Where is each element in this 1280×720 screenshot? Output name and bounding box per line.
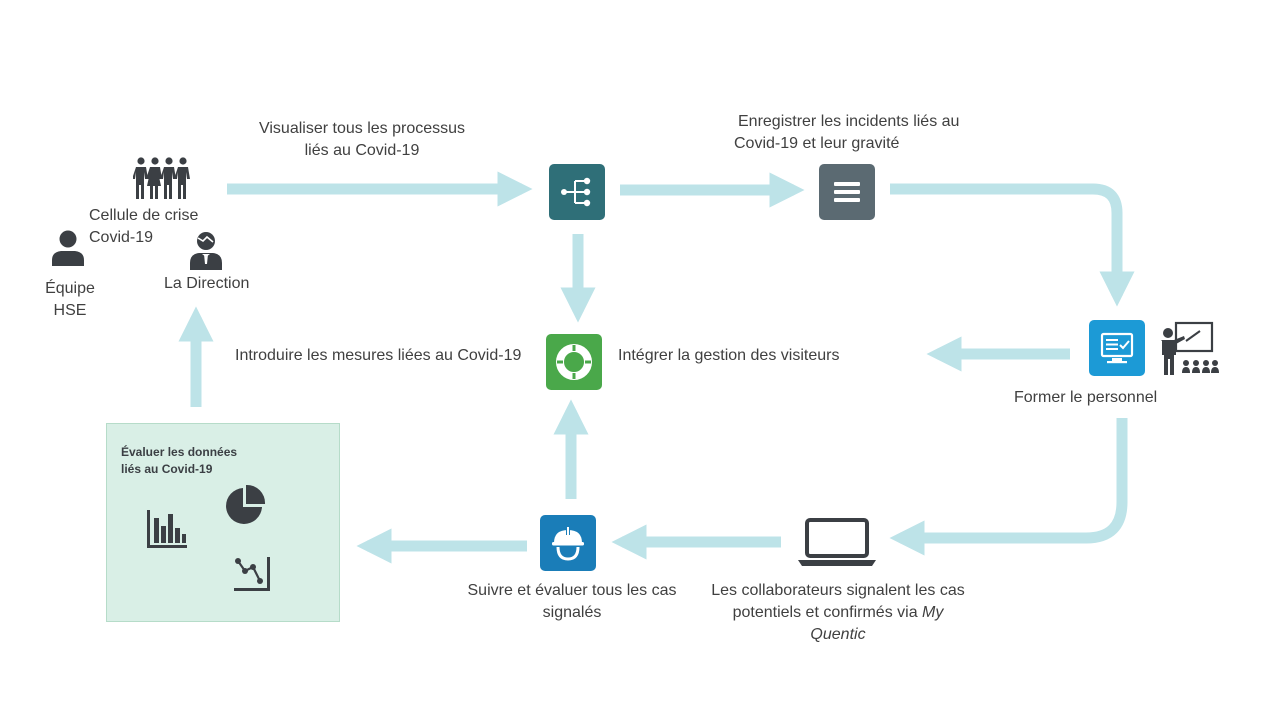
- product-name-part1: My: [922, 604, 944, 621]
- follow-cases-label: Suivre et évaluer tous les cas signalés: [456, 580, 688, 624]
- director-icon: [190, 232, 222, 270]
- line-chart-icon: [234, 557, 270, 591]
- direction-label: La Direction: [164, 275, 250, 292]
- evaluate-data-panel: Évaluer les données liés au Covid-19: [106, 423, 340, 622]
- arrow-incidents-to-training: [890, 183, 1135, 307]
- monitor-checklist-icon: [1100, 332, 1134, 364]
- evaluate-panel-title: Évaluer les données liés au Covid-19: [121, 444, 237, 478]
- incidents-node[interactable]: [819, 164, 875, 220]
- follow-cases-label-line1: Suivre et évaluer tous les cas: [467, 582, 677, 599]
- introduce-measures-label: Introduire les mesures liées au Covid-19: [235, 347, 522, 364]
- lifebuoy-icon: [556, 344, 592, 380]
- evaluate-panel-title-line2: liés au Covid-19: [121, 462, 213, 476]
- hse-team-label: Équipe HSE: [34, 278, 106, 322]
- visualize-label-line1: Visualiser tous les processus: [258, 120, 466, 137]
- report-cases-label-line2: potentiels et confirmés via My: [704, 602, 972, 624]
- report-cases-label-line1: Les collaborateurs signalent les cas: [711, 582, 965, 599]
- product-name-part2: Quentic: [810, 626, 866, 643]
- laptop-icon: [798, 518, 876, 566]
- train-staff-label: Former le personnel: [1014, 389, 1158, 406]
- evaluate-panel-title-line1: Évaluer les données: [121, 445, 238, 459]
- list-icon: [834, 182, 860, 202]
- follow-cases-label-line2: signalés: [542, 604, 602, 621]
- record-incidents-label-line2: Covid-19 et leur gravité: [734, 135, 900, 152]
- pie-chart-icon: [226, 484, 266, 524]
- safety-helmet-icon: [552, 527, 584, 561]
- bar-chart-icon: [147, 510, 187, 548]
- training-node[interactable]: [1089, 320, 1145, 376]
- cases-node[interactable]: [540, 515, 596, 571]
- visualize-label-line2: liés au Covid-19: [304, 142, 420, 159]
- crisis-cell-label-line1: Cellule de crise: [89, 207, 199, 224]
- visitors-label: Intégrer la gestion des visiteurs: [618, 347, 840, 364]
- crisis-cell-label-line2: Covid-19: [89, 229, 154, 246]
- hse-team-label-line2: HSE: [53, 302, 87, 319]
- presenter-icon: [1161, 321, 1219, 375]
- record-incidents-label-line1: Enregistrer les incidents liés au: [738, 113, 960, 130]
- hse-team-label-line1: Équipe: [45, 280, 95, 297]
- measures-node[interactable]: [546, 334, 602, 390]
- crisis-cell-label: Cellule de crise Covid-19: [89, 205, 198, 249]
- group-people-icon: [133, 157, 190, 199]
- process-tree-icon: [561, 177, 591, 207]
- record-incidents-label: Enregistrer les incidents liés au Covid-…: [734, 111, 994, 155]
- process-node[interactable]: [549, 164, 605, 220]
- report-cases-label: Les collaborateurs signalent les cas pot…: [704, 580, 972, 646]
- person-icon: [52, 230, 84, 266]
- visualize-label: Visualiser tous les processus liés au Co…: [236, 118, 488, 162]
- report-cases-text: potentiels et confirmés via: [732, 604, 918, 621]
- arrow-training-to-laptop: [889, 418, 1128, 556]
